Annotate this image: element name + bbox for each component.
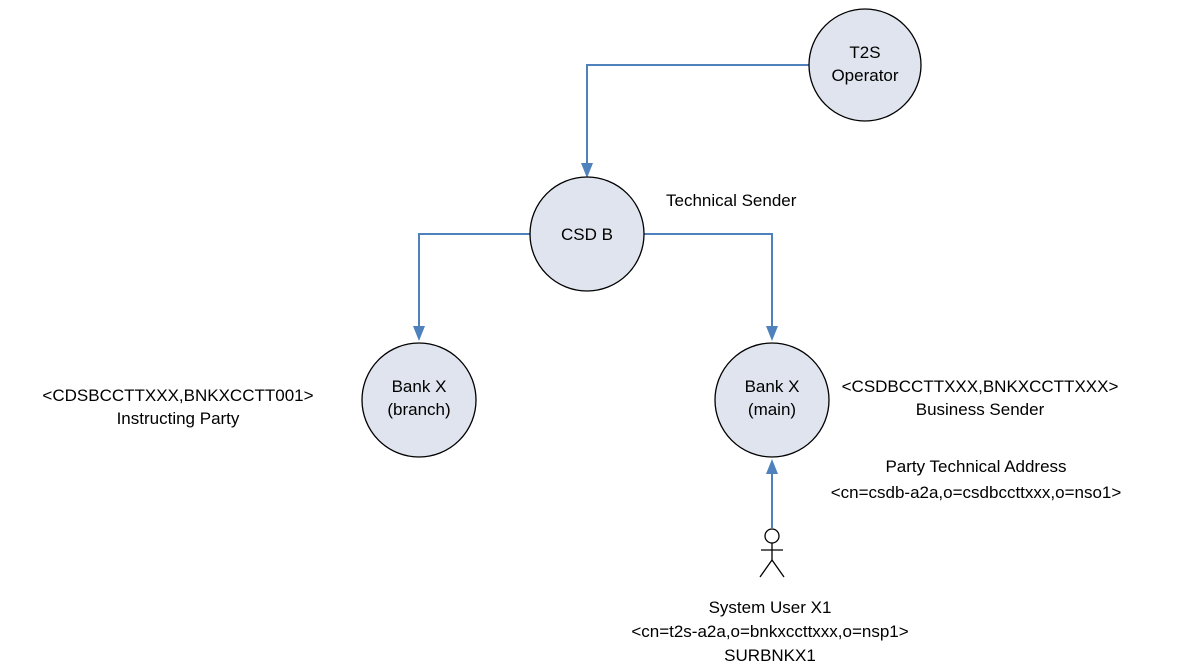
edge-csd-b-to-bank-branch [418, 233, 530, 328]
party-technical-address-dn-label: <cn=csdb-a2a,o=csdbccttxxx,o=nso1> [831, 483, 1122, 502]
bank-x-main-label-line2: (main) [748, 400, 796, 419]
business-sender-bic-label: <CSDBCCTTXXX,BNKXCCTTXXX> [842, 377, 1119, 396]
actor-head [764, 528, 780, 544]
party-technical-address-label: Party Technical Address [885, 457, 1066, 476]
business-sender-label: Business Sender [916, 400, 1045, 419]
arrowhead-bank-main [766, 326, 778, 341]
actor-right-leg [771, 559, 785, 578]
edge-t2s-operator-to-csd-b [586, 64, 809, 166]
csd-b-circle [529, 176, 645, 292]
node-bank-x-branch: Bank X (branch) [361, 342, 477, 458]
instructing-party-label: Instructing Party [117, 409, 240, 428]
bank-x-main-label-line1: Bank X [745, 377, 800, 396]
bank-x-branch-circle [361, 342, 477, 458]
system-user-label: System User X1 [709, 598, 832, 617]
actor-left-leg [759, 559, 773, 578]
t2s-operator-label-line1: T2S [849, 43, 880, 62]
technical-sender-label: Technical Sender [666, 191, 797, 210]
system-user-login-label: SURBNKX1 [724, 646, 816, 665]
csd-b-label: CSD B [561, 225, 613, 244]
edge-csd-b-to-bank-main [644, 233, 773, 328]
system-user-dn-label: <cn=t2s-a2a,o=bnkxccttxxx,o=nsp1> [631, 622, 908, 641]
instructing-party-bic-label: <CDSBCCTTXXX,BNKXCCTT001> [42, 386, 313, 405]
node-csd-b: CSD B [529, 176, 645, 292]
bank-x-branch-label-line1: Bank X [392, 377, 447, 396]
edges [413, 64, 809, 528]
bank-x-branch-label-line2: (branch) [387, 400, 450, 419]
arrowhead-bank-main-from-user [766, 459, 778, 474]
bank-x-main-circle [714, 342, 830, 458]
t2s-operator-circle [808, 8, 922, 122]
arrowhead-csd-b [581, 163, 593, 178]
node-t2s-operator: T2S Operator [808, 8, 922, 122]
t2s-operator-label-line2: Operator [831, 66, 898, 85]
system-user-actor-icon [759, 528, 785, 578]
node-bank-x-main: Bank X (main) [714, 342, 830, 458]
arrowhead-bank-branch [413, 326, 425, 341]
